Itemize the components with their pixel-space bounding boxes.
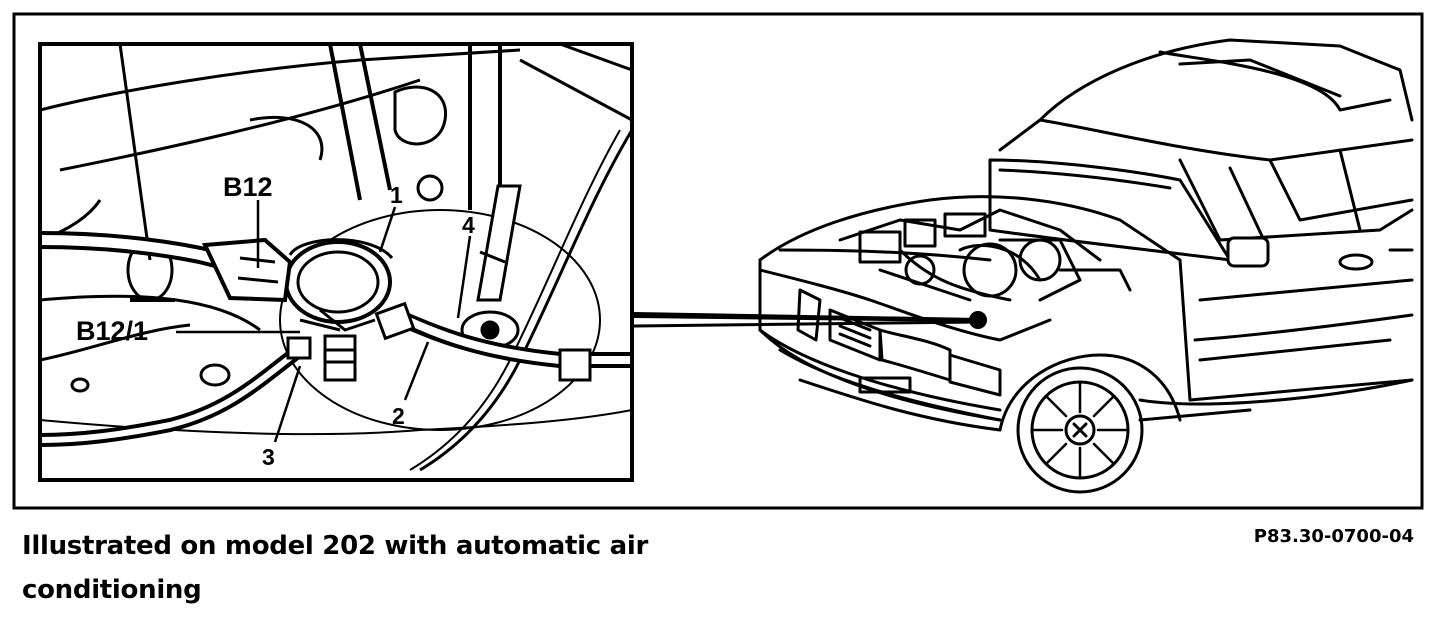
callout-b12-1: B12/1 xyxy=(76,316,148,346)
detail-inset: B12 1 4 B12/1 2 3 xyxy=(38,42,634,482)
callout-2: 2 xyxy=(392,403,405,429)
figure-caption: Illustrated on model 202 with automatic … xyxy=(22,531,649,605)
reference-code: P83.30-0700-04 xyxy=(1253,526,1414,547)
leader-lines xyxy=(176,200,472,443)
outer-frame xyxy=(12,12,1424,510)
callout-3: 3 xyxy=(262,444,275,470)
callout-1: 1 xyxy=(390,182,403,208)
callout-4: 4 xyxy=(462,212,475,238)
callout-b12: B12 xyxy=(223,172,273,202)
connector-pointer xyxy=(631,311,987,329)
car-illustration xyxy=(758,38,1414,494)
inset-border xyxy=(38,42,634,482)
